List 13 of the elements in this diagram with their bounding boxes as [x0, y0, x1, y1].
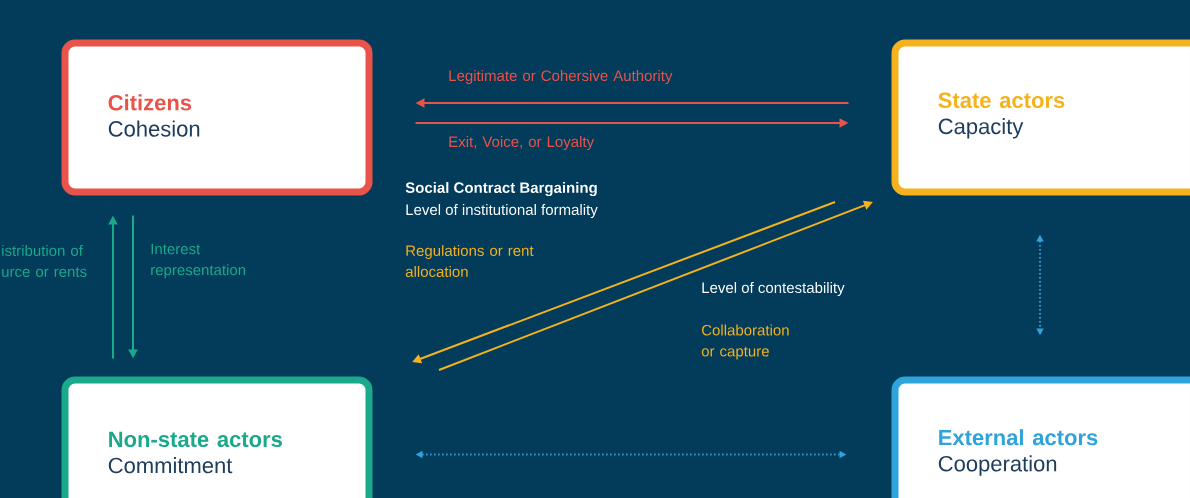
annotation-text: Social Contract Bargaining [405, 182, 597, 197]
annotation-text: Level of institutional formality [406, 204, 598, 218]
edge-label: Collaboration or capture [701, 324, 789, 360]
actor-box: State actors Capacity [891, 39, 1190, 196]
edge-label: Legitimate or Cohersive Authority [449, 70, 673, 84]
actor-box: Non-state actors Commitment [61, 376, 373, 498]
edge-label: istribution of urce or rents [2, 245, 87, 277]
edge-label: Regulations or rent allocation [405, 245, 534, 277]
edge-label: Exit, Voice, or Loyalty [449, 136, 595, 150]
actor-box: External actors Cooperation [891, 376, 1190, 498]
edge-label: Interest representation [151, 243, 246, 279]
actor-box: Citizens Cohesion [61, 39, 373, 196]
annotation-text: Level of contestability [702, 282, 845, 296]
